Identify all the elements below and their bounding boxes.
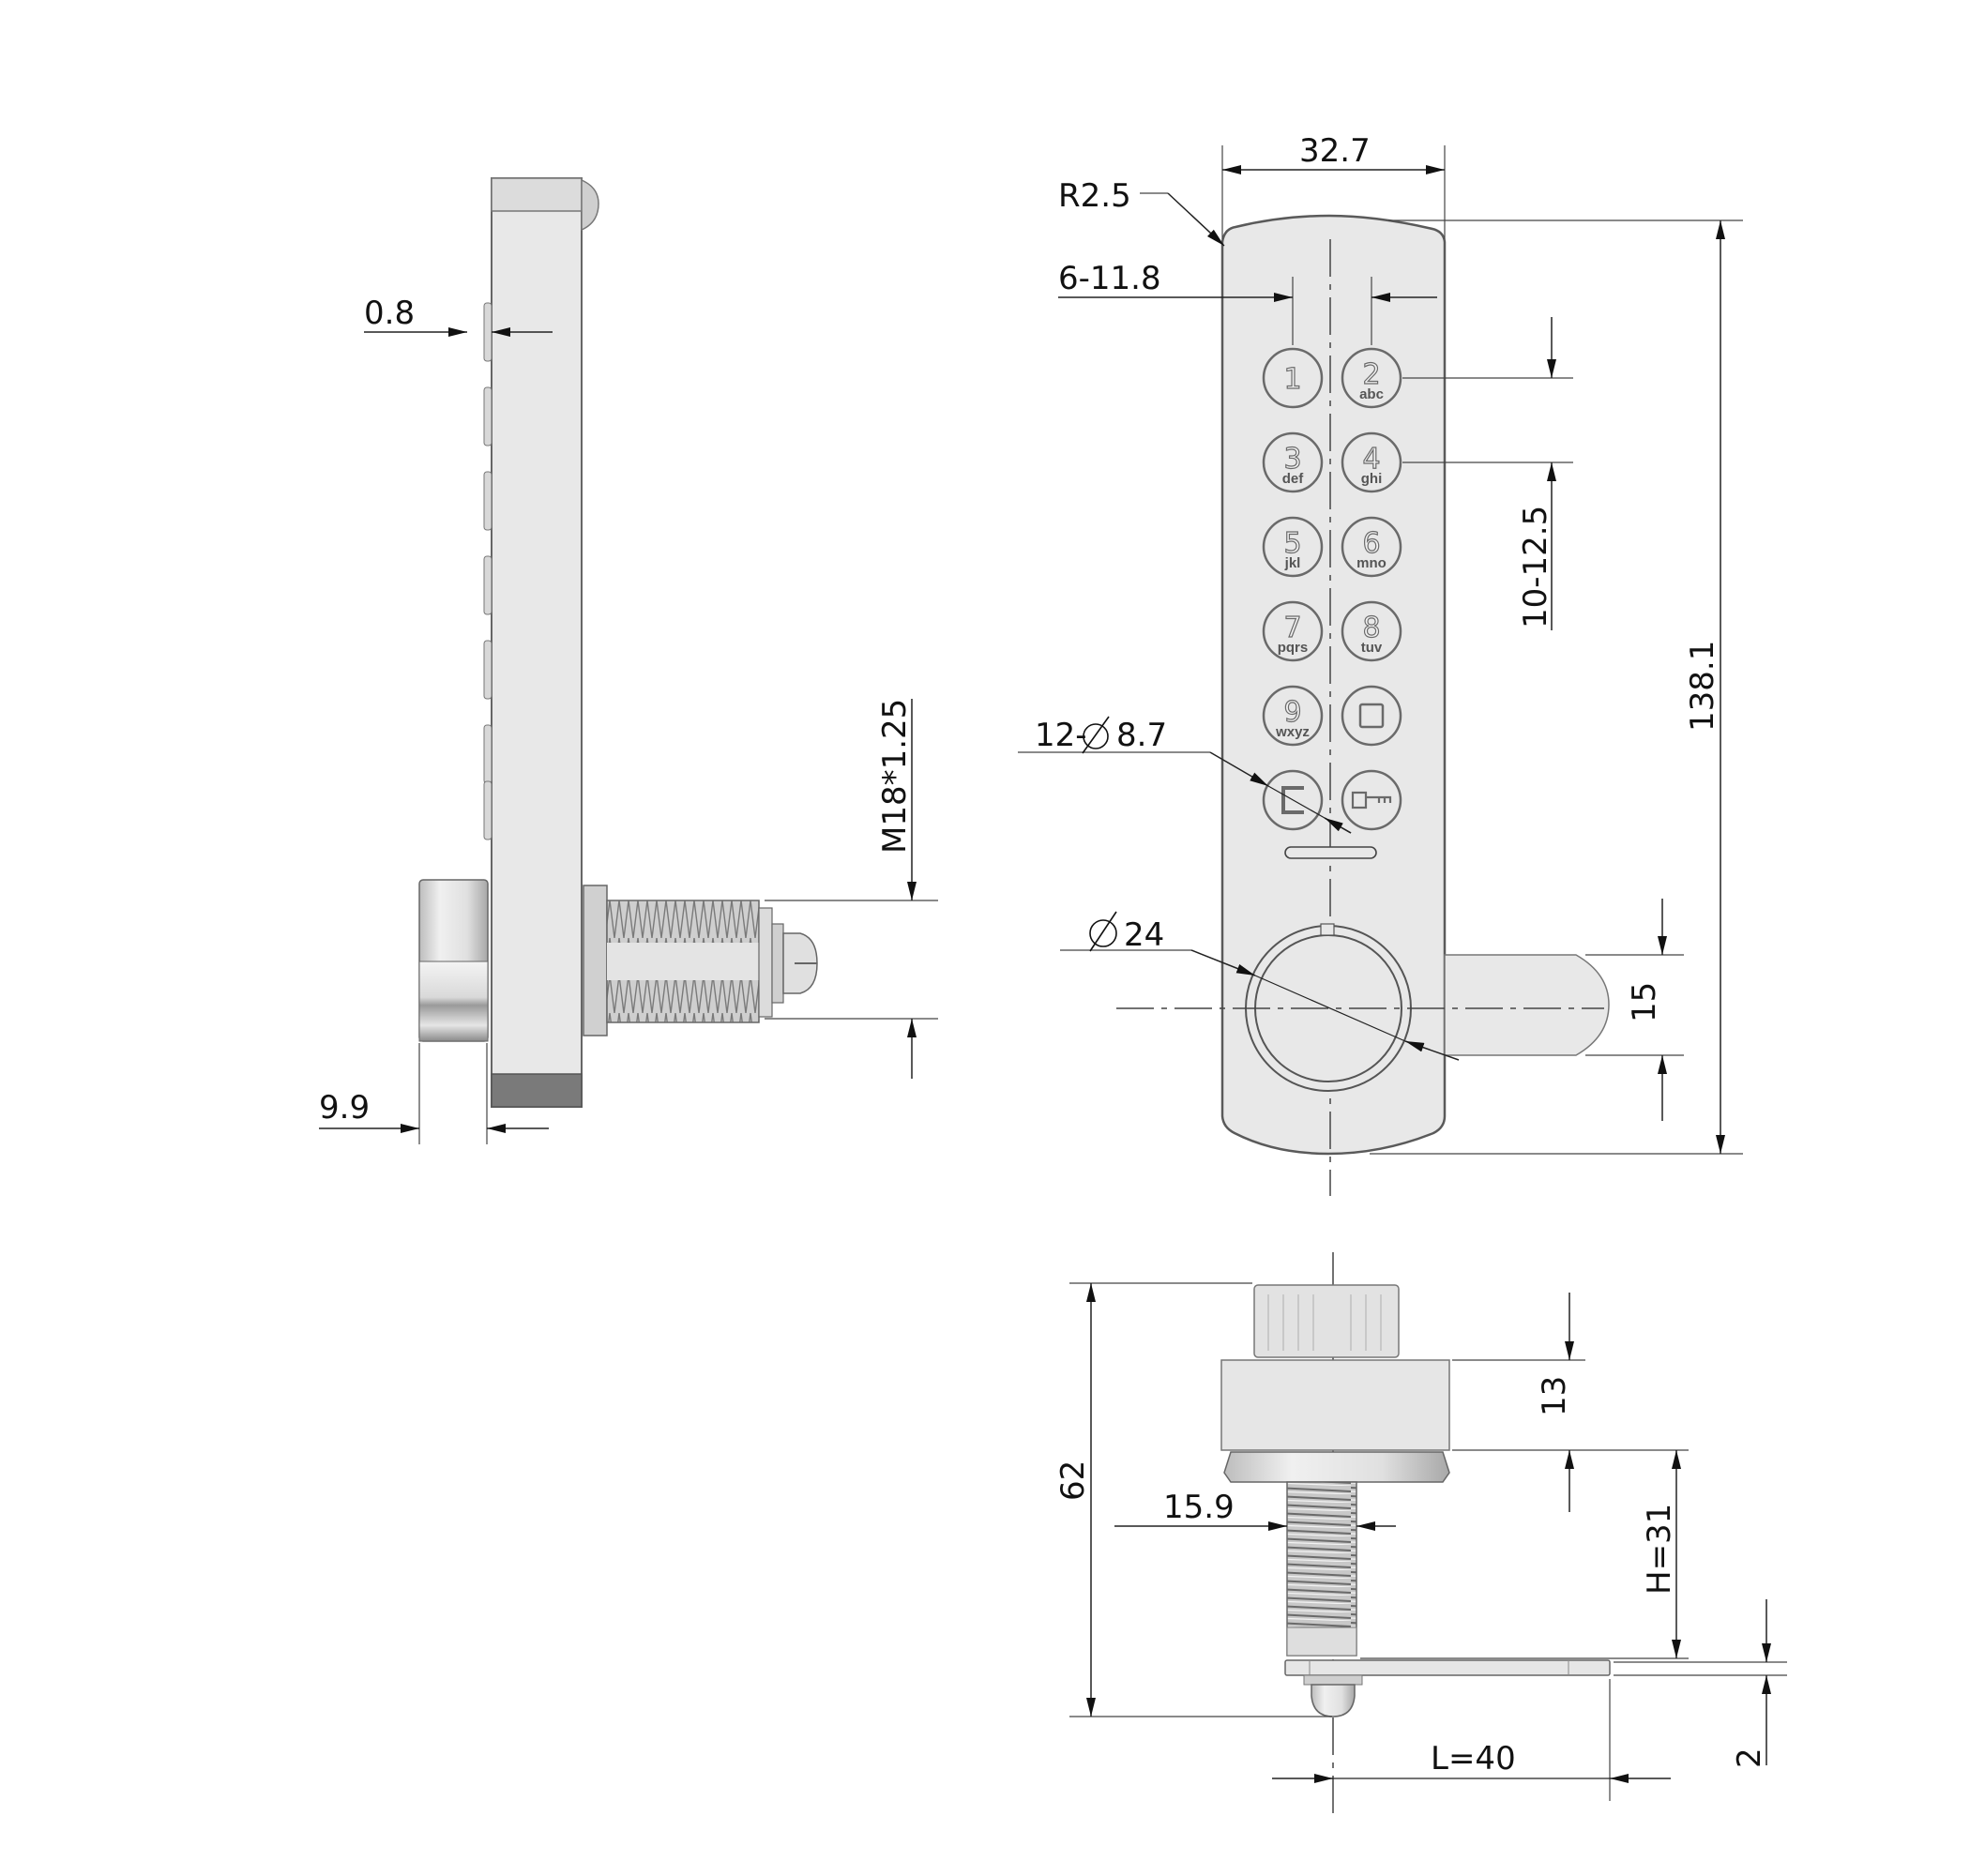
square-icon xyxy=(1358,703,1385,729)
dim-0-8-label: 0.8 xyxy=(364,295,415,332)
dim-cam-width-label: 15 xyxy=(1626,982,1663,1022)
dim-button-diameter-prefix: 12- xyxy=(1035,717,1087,754)
dim-overall-height-label: 138.1 xyxy=(1684,641,1721,732)
threaded-barrel-bottom xyxy=(1286,1481,1357,1657)
side-view: 0.8 9.9 M18*1.25 xyxy=(319,177,938,1144)
dim-cam-length-label: L=40 xyxy=(1431,1740,1516,1778)
dim-cam-thickness-label: 2 xyxy=(1731,1747,1768,1768)
side-bottom-cap xyxy=(491,1073,583,1108)
dim-button-protrusion: 0.8 xyxy=(364,295,553,337)
knob xyxy=(1253,1284,1400,1358)
keypad-button[interactable] xyxy=(1341,685,1402,747)
dim-overall-length-label: 62 xyxy=(1054,1460,1092,1501)
dim-button-diameter-value: 8.7 xyxy=(1116,717,1167,754)
diameter-symbol-icon xyxy=(1089,911,1117,952)
button-protrusions xyxy=(483,302,492,840)
dim-cam-height-label: H=31 xyxy=(1641,1504,1678,1595)
dim-overall-height: 138.1 xyxy=(1370,219,1743,1155)
dim-9-9-label: 9.9 xyxy=(319,1089,370,1127)
dim-width-label: 32.7 xyxy=(1299,132,1371,170)
keypad-letters: mno xyxy=(1356,555,1387,571)
keypad-digit: 6 xyxy=(1362,527,1380,560)
hex-nut xyxy=(1223,1451,1450,1483)
clear-c-icon xyxy=(1281,786,1304,814)
keypad-digit: 2 xyxy=(1362,358,1380,391)
keypad-letters: def xyxy=(1282,471,1305,487)
dim-width: 32.7 xyxy=(1221,132,1446,239)
dim-button-spacing-h-label: 6-11.8 xyxy=(1058,260,1161,297)
keypad-letters: tuv xyxy=(1361,640,1383,656)
side-top-cap xyxy=(491,177,583,212)
side-body xyxy=(491,177,583,1108)
dim-button-spacing-v: 10-12.5 xyxy=(1402,317,1573,630)
keypad-letters: abc xyxy=(1359,386,1384,402)
keypad-button[interactable]: 1 xyxy=(1262,347,1324,409)
dim-corner-radius: R2.5 xyxy=(1058,177,1225,247)
dim-cam-thickness: 2 xyxy=(1614,1599,1787,1768)
bottom-view: 62 13 15.9 H=31 2 xyxy=(1054,1252,1787,1815)
collar xyxy=(1220,1359,1450,1451)
keypad-digit: 8 xyxy=(1362,612,1380,644)
cam-plate xyxy=(1284,1659,1611,1676)
key-icon xyxy=(1351,791,1392,809)
keypad-letters: pqrs xyxy=(1278,640,1309,656)
dim-thread-spec-label: M18*1.25 xyxy=(876,699,914,854)
keypad-digit: 3 xyxy=(1283,443,1301,476)
dim-thread-diameter-label: 15.9 xyxy=(1163,1489,1235,1526)
dim-collar-height: 13 xyxy=(1452,1293,1689,1512)
keypad-button[interactable] xyxy=(1341,769,1402,831)
dim-button-diameter: 12- 8.7 xyxy=(1018,716,1352,834)
dim-cylinder-diameter: 24 xyxy=(1060,911,1460,1061)
dim-collar-height-label: 13 xyxy=(1536,1376,1573,1416)
keypad-digit: 9 xyxy=(1283,696,1301,729)
dim-cam-width: 15 xyxy=(1585,899,1684,1121)
dim-cam-length: L=40 xyxy=(1272,1679,1671,1801)
keypad-letters: jkl xyxy=(1284,555,1301,571)
dim-button-spacing-h: 6-11.8 xyxy=(1058,260,1437,345)
keypad-letters: wxyz xyxy=(1275,724,1310,740)
dim-cam-height: H=31 xyxy=(1360,1450,1689,1659)
dim-knob-depth: 9.9 xyxy=(319,1043,549,1144)
led-slot xyxy=(1284,846,1377,859)
dim-thread-spec: M18*1.25 xyxy=(765,699,938,1079)
cam-bar xyxy=(1444,954,1610,1056)
dim-thread-diameter: 15.9 xyxy=(1114,1489,1396,1531)
diameter-symbol-icon xyxy=(1082,716,1110,754)
dim-cylinder-diameter-value: 24 xyxy=(1124,916,1164,954)
keypad-digit: 4 xyxy=(1362,443,1380,476)
dim-corner-radius-label: R2.5 xyxy=(1058,177,1131,215)
bottom-screw xyxy=(1311,1684,1356,1717)
keypad-digit: 7 xyxy=(1283,612,1301,644)
keypad-letters: ghi xyxy=(1361,471,1383,487)
keypad-digit: 1 xyxy=(1283,363,1301,396)
dim-button-spacing-v-label: 10-12.5 xyxy=(1517,506,1554,628)
dim-overall-length: 62 xyxy=(1054,1282,1332,1717)
nut xyxy=(583,885,608,1036)
keypad-digit: 5 xyxy=(1283,527,1301,560)
top-screw xyxy=(581,178,599,232)
